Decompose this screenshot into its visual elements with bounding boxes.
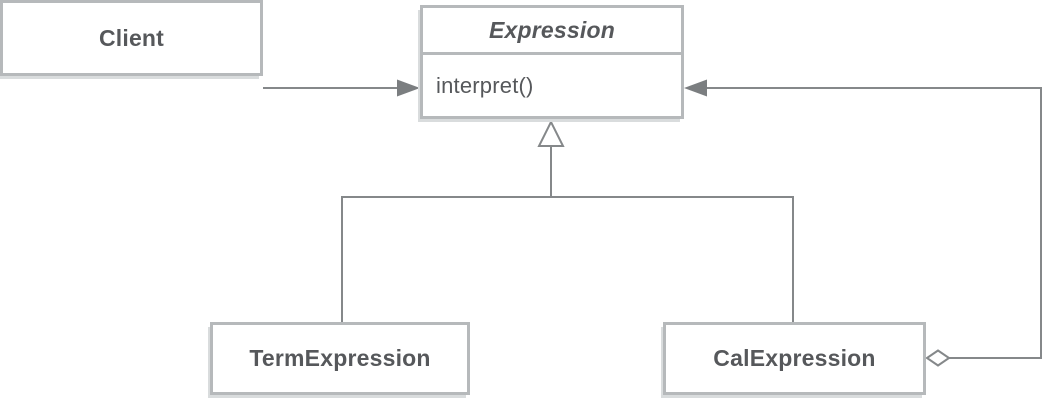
node-client-label: Client <box>98 24 165 51</box>
edge-client-to-expression <box>263 79 420 97</box>
node-expression-method: interpret() <box>436 72 534 98</box>
edge-aggregation-cal-to-expression <box>684 79 1042 367</box>
node-cal-expression-label: CalExpression <box>713 345 876 371</box>
edge-generalization-tree <box>341 119 794 322</box>
node-term-expression-label: TermExpression <box>249 345 431 371</box>
node-client: Client <box>0 0 263 76</box>
filled-arrowhead-icon <box>684 79 707 97</box>
hollow-diamond-icon <box>925 349 951 367</box>
node-expression-title: Expression <box>423 8 681 55</box>
generalization-branch-line <box>341 196 794 322</box>
node-cal-expression: CalExpression <box>663 322 926 395</box>
hollow-triangle-icon <box>537 119 565 147</box>
node-term-expression: TermExpression <box>210 322 470 395</box>
aggregation-line <box>704 87 1042 359</box>
filled-arrowhead-icon <box>397 79 420 97</box>
node-expression: Expression interpret() <box>420 5 684 119</box>
